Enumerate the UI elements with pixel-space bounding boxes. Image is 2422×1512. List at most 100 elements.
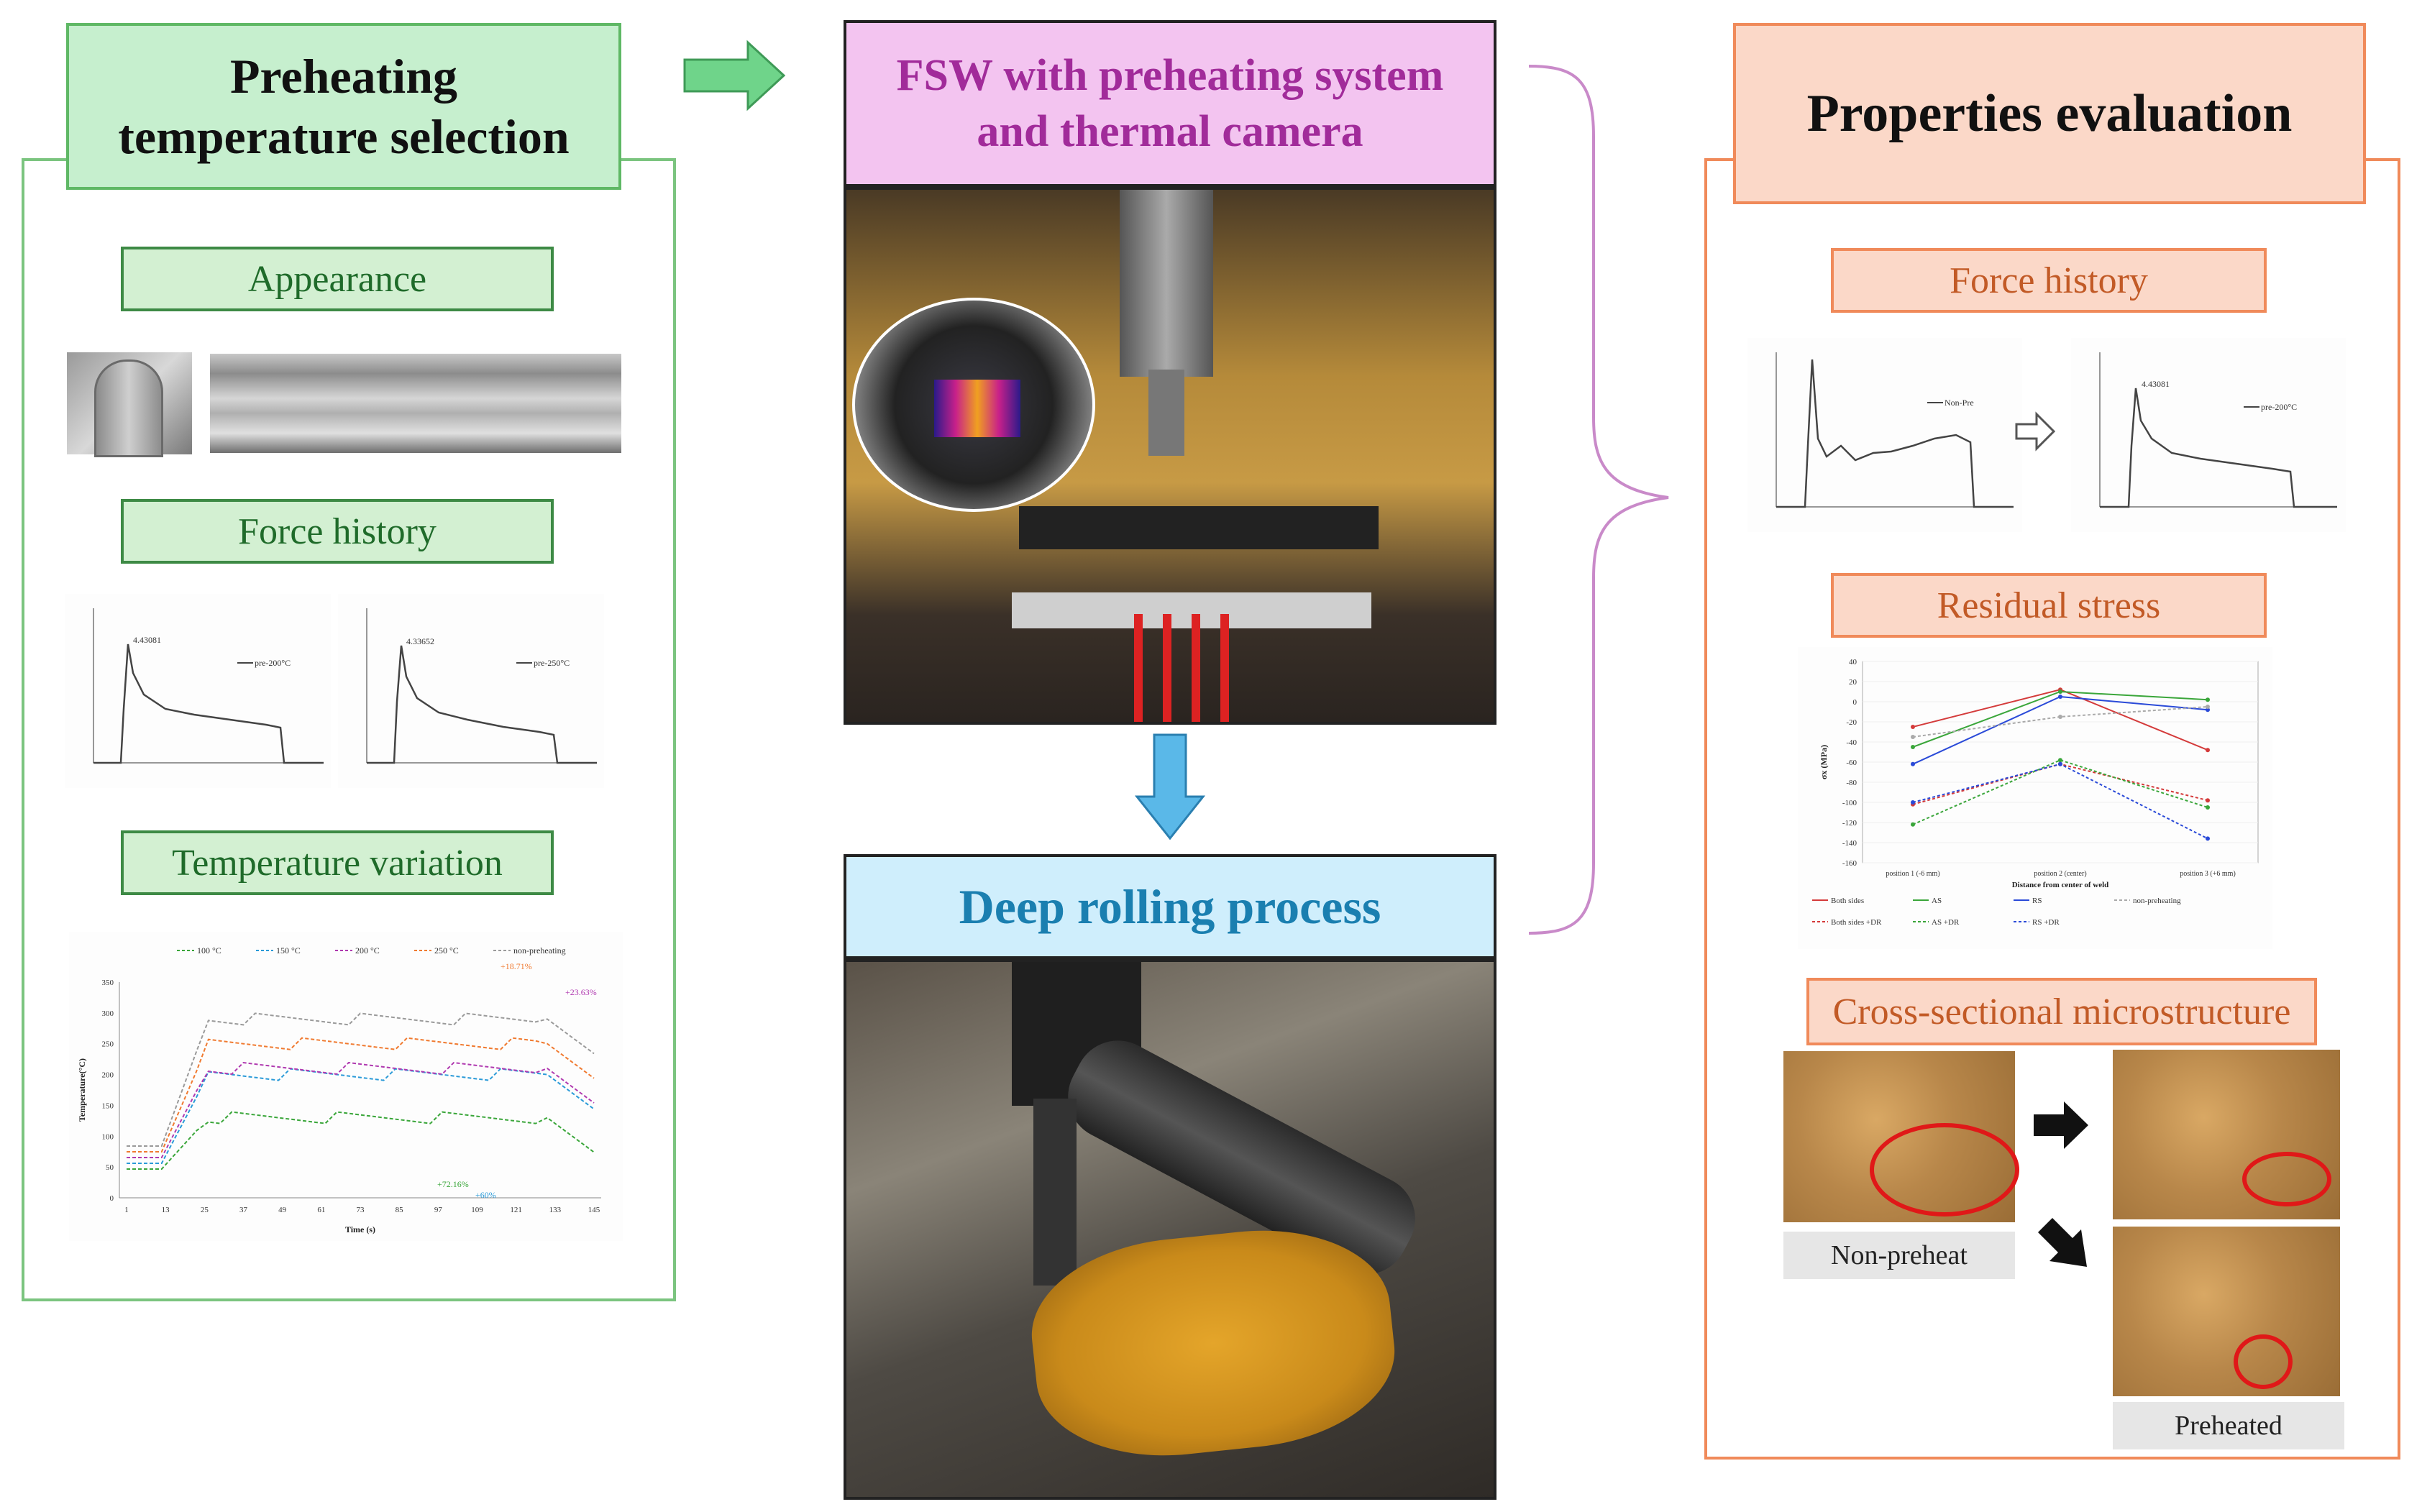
residual-point xyxy=(1911,745,1915,749)
deep-rolling-photo xyxy=(844,959,1496,1500)
x-tick-label: 97 xyxy=(434,1206,443,1214)
residual-point xyxy=(2058,761,2062,766)
y-tick-label: 200 xyxy=(102,1071,114,1080)
x-tick-label: 25 xyxy=(201,1206,209,1214)
x-tick-label: position 1 (-6 mm) xyxy=(1886,870,1939,878)
defect-highlight xyxy=(2242,1152,2331,1206)
weld-surface-photo xyxy=(210,354,621,453)
temperature-series-line xyxy=(127,1012,595,1147)
thermal-camera-inset xyxy=(852,298,1095,512)
legend-label: 250 °C xyxy=(434,945,459,956)
fsw-title: FSW with preheating system and thermal c… xyxy=(844,20,1496,187)
residual-point xyxy=(2058,695,2062,699)
microstructure-preheated-image-1 xyxy=(2113,1050,2340,1219)
preheating-title-line1: Preheating xyxy=(229,49,458,104)
properties-title: Properties evaluation xyxy=(1733,23,2366,204)
residual-point xyxy=(2206,805,2210,810)
legend-label: AS xyxy=(1932,897,1942,905)
microstructure-nonpreheat-image xyxy=(1783,1051,2019,1222)
legend-label: RS xyxy=(2032,897,2042,905)
legend-label: 200 °C xyxy=(355,945,380,956)
y-tick-label: 350 xyxy=(102,979,114,987)
residual-series-line xyxy=(1912,759,2208,825)
x-tick-label: 133 xyxy=(549,1206,562,1214)
residual-point xyxy=(2058,715,2062,719)
legend-label: Both sides xyxy=(1831,897,1864,905)
x-tick-label: 121 xyxy=(510,1206,522,1214)
force-history-label-left: Force history xyxy=(121,499,554,564)
residual-point xyxy=(2206,707,2210,713)
x-tick-label: 73 xyxy=(357,1206,365,1214)
force-legend-label: pre-200°C xyxy=(255,658,291,668)
y-tick-label: 20 xyxy=(1849,678,1857,687)
y-tick-label: 50 xyxy=(106,1163,114,1172)
y-tick-label: -40 xyxy=(1846,738,1857,747)
temperature-series-line xyxy=(127,1061,595,1158)
y-tick-label: 0 xyxy=(1853,698,1857,707)
force-chart-pre250: 4.33652 pre-250°C xyxy=(338,594,604,788)
legend-label: 100 °C xyxy=(197,945,221,956)
y-tick-label: 0 xyxy=(110,1194,114,1203)
x-tick-label: position 2 (center) xyxy=(2034,870,2086,878)
brace-icon xyxy=(1528,65,1669,935)
hollow-right-arrow-icon xyxy=(2015,411,2056,452)
arrow-diag-black-icon xyxy=(2038,1218,2087,1267)
temperature-chart: 100 °C 150 °C 200 °C 250 °C non-preheating 0 5… xyxy=(69,932,623,1241)
residual-point xyxy=(2206,697,2210,702)
force-peak-label: 4.43081 xyxy=(133,635,161,645)
right-arrow-icon xyxy=(683,40,786,111)
residual-point xyxy=(2206,836,2210,841)
fsw-title-line2: and thermal camera xyxy=(977,107,1363,156)
legend-label: non-preheating xyxy=(513,945,566,956)
x-tick-label: 85 xyxy=(396,1206,404,1214)
y-tick-label: -60 xyxy=(1846,759,1857,767)
residual-point xyxy=(2206,748,2210,753)
x-axis-label: Time (s) xyxy=(345,1224,375,1234)
temperature-series-line xyxy=(127,1111,595,1170)
temperature-annotation: +72.16% xyxy=(437,1179,469,1189)
temperature-annotation: +23.63% xyxy=(565,987,597,997)
residual-point xyxy=(1911,725,1915,729)
x-tick-label: 49 xyxy=(278,1206,287,1214)
defect-highlight xyxy=(1870,1123,2019,1217)
force-chart-pre200-right: 4.43081 pre-200°C xyxy=(2071,338,2346,532)
microstructure-preheated-image-2 xyxy=(2113,1227,2340,1396)
legend-label: AS +DR xyxy=(1932,918,1960,927)
temperature-series-line xyxy=(127,1037,595,1153)
force-chart-pre200: 4.43081 pre-200°C xyxy=(65,594,331,788)
temperature-annotation: +60% xyxy=(475,1190,496,1200)
force-history-label-right: Force history xyxy=(1831,248,2267,313)
y-tick-label: -140 xyxy=(1842,839,1857,848)
down-arrow-icon xyxy=(1134,733,1206,840)
preheating-title-line2: temperature selection xyxy=(118,109,570,164)
fsw-title-line1: FSW with preheating system xyxy=(896,51,1444,100)
x-tick-label: 13 xyxy=(162,1206,170,1214)
x-axis-label: Distance from center of weld xyxy=(2012,881,2109,889)
y-tick-label: -100 xyxy=(1842,799,1857,807)
nonpreheat-caption: Non-preheat xyxy=(1783,1232,2015,1279)
x-tick-label: position 3 (+6 mm) xyxy=(2180,870,2236,878)
y-tick-label: 300 xyxy=(102,1009,114,1018)
y-tick-label: 100 xyxy=(102,1132,114,1141)
preheated-caption: Preheated xyxy=(2113,1402,2344,1449)
y-tick-label: 250 xyxy=(102,1040,114,1049)
y-tick-label: -160 xyxy=(1842,859,1857,868)
legend-label: RS +DR xyxy=(2032,918,2060,927)
y-tick-label: -120 xyxy=(1842,819,1857,828)
residual-point xyxy=(2206,705,2210,709)
residual-series-line xyxy=(1912,763,2208,840)
x-tick-label: 37 xyxy=(239,1206,248,1214)
y-axis-label: Temperature(°C) xyxy=(77,1058,87,1122)
x-tick-label: 109 xyxy=(471,1206,483,1214)
residual-stress-label: Residual stress xyxy=(1831,573,2267,638)
microstructure-label: Cross-sectional microstructure xyxy=(1806,978,2317,1045)
defect-highlight xyxy=(2234,1334,2293,1389)
y-tick-label: 150 xyxy=(102,1101,114,1110)
force-legend-label: pre-200°C xyxy=(2261,402,2297,412)
legend-label: Both sides +DR xyxy=(1831,918,1882,927)
residual-point xyxy=(2058,689,2062,694)
temperature-annotation: +18.71% xyxy=(501,961,532,971)
deep-rolling-title: Deep rolling process xyxy=(844,854,1496,959)
legend-label: 150 °C xyxy=(276,945,301,956)
y-tick-label: 40 xyxy=(1849,658,1857,666)
